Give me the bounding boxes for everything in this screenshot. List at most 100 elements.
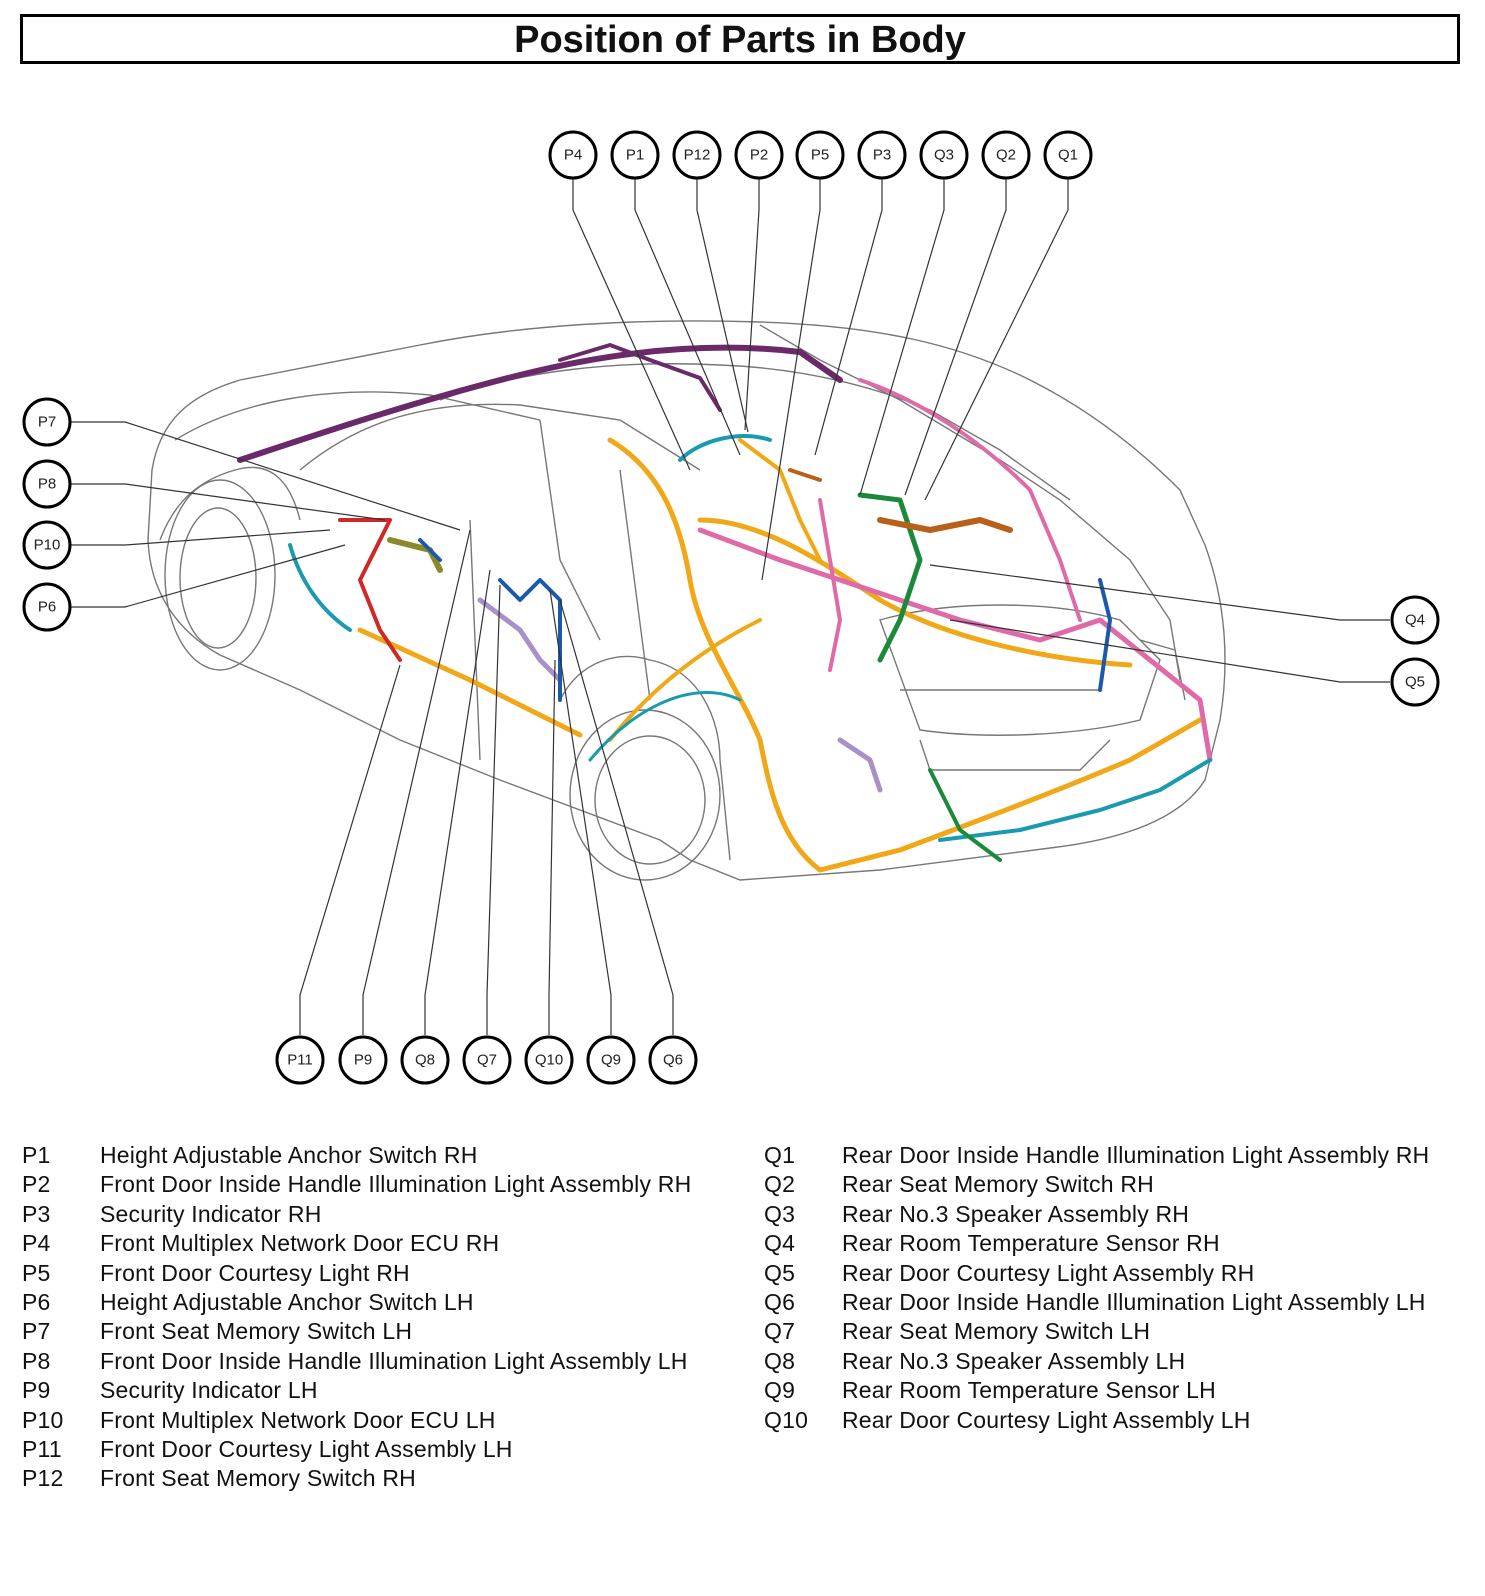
legend-code: Q4 — [764, 1230, 796, 1257]
callout-Q3[interactable]: Q3 — [919, 130, 969, 180]
wire-lavender — [837, 737, 883, 793]
callout-label: Q4 — [1405, 612, 1425, 629]
legend-code: P4 — [22, 1230, 51, 1257]
callout-left-group: P7 P8 P10 P6 — [22, 397, 72, 632]
legend-code: P12 — [22, 1465, 64, 1492]
callout-label: Q2 — [996, 147, 1016, 164]
callout-label: P3 — [873, 147, 891, 164]
legend-code: Q1 — [764, 1142, 796, 1168]
legend-name: Front Door Inside Handle Illumination Li… — [100, 1347, 688, 1374]
callout-P11[interactable]: P11 — [275, 1035, 325, 1085]
callout-Q9[interactable]: Q9 — [586, 1035, 636, 1085]
legend-code: Q7 — [764, 1318, 796, 1345]
callout-label: Q1 — [1058, 147, 1078, 164]
legend-code: Q3 — [764, 1200, 796, 1227]
wire-blue — [418, 538, 442, 562]
legend-code: P3 — [22, 1200, 51, 1227]
legend-name: Front Seat Memory Switch LH — [100, 1318, 413, 1345]
callout-right-group: Q4 Q5 — [1390, 595, 1440, 707]
callout-P10[interactable]: P10 — [22, 520, 72, 570]
legend-code: Q6 — [764, 1289, 796, 1316]
wire-blue — [1098, 578, 1112, 692]
callout-label: P7 — [38, 414, 56, 431]
callout-label: Q8 — [415, 1052, 435, 1069]
callout-label: Q6 — [663, 1052, 683, 1069]
callout-label: Q3 — [934, 147, 954, 164]
leader-lines — [71, 178, 1390, 1035]
callout-P7[interactable]: P7 — [22, 397, 72, 447]
legend-row: Q7 Rear Seat Memory Switch LH — [764, 1317, 1442, 1346]
legend-name: Rear No.3 Speaker Assembly RH — [842, 1200, 1190, 1227]
legend-row: P8 Front Door Inside Handle Illumination … — [22, 1347, 700, 1376]
legend-code: P7 — [22, 1318, 51, 1345]
wire-lavender — [477, 597, 563, 683]
callout-label: P6 — [38, 599, 56, 616]
legend-code: Q5 — [764, 1259, 796, 1286]
title-box: Position of Parts in Body — [20, 14, 1460, 64]
wire-harnesses — [237, 343, 1213, 873]
callout-P4[interactable]: P4 — [548, 130, 598, 180]
callout-label: Q9 — [601, 1052, 621, 1069]
wire-orange — [738, 438, 822, 562]
callout-P5[interactable]: P5 — [795, 130, 845, 180]
legend-name: Rear Door Inside Handle Illumination Lig… — [842, 1289, 1426, 1316]
callout-label: P8 — [38, 476, 56, 493]
callout-P2[interactable]: P2 — [734, 130, 784, 180]
callout-Q10[interactable]: Q10 — [524, 1035, 574, 1085]
legend-name: Height Adjustable Anchor Switch LH — [100, 1289, 474, 1316]
legend-name: Rear Room Temperature Sensor LH — [842, 1377, 1216, 1404]
legend-name: Rear Door Courtesy Light Assembly LH — [842, 1406, 1251, 1433]
wire-teal — [288, 543, 352, 632]
wire-brown — [788, 468, 822, 482]
callout-Q5[interactable]: Q5 — [1390, 657, 1440, 707]
legend-name: Front Door Courtesy Light RH — [100, 1259, 410, 1286]
callout-label: P1 — [626, 147, 644, 164]
legend-code: Q10 — [764, 1406, 809, 1433]
callout-label: Q10 — [535, 1052, 563, 1069]
legend-code: P5 — [22, 1259, 51, 1286]
callout-label: P11 — [287, 1052, 313, 1069]
wire-red — [338, 518, 402, 662]
callout-P3[interactable]: P3 — [857, 130, 907, 180]
callout-Q8[interactable]: Q8 — [400, 1035, 450, 1085]
callout-P1[interactable]: P1 — [610, 130, 660, 180]
wire-orange — [357, 627, 583, 738]
callout-P12[interactable]: P12 — [672, 130, 722, 180]
legend-name: Height Adjustable Anchor Switch RH — [100, 1142, 478, 1168]
callout-Q4[interactable]: Q4 — [1390, 595, 1440, 645]
callout-label: P12 — [684, 147, 711, 164]
car-body-diagram: P4 P1 P12 P2 P5 P3 Q3 Q2 Q1 P7 P8 P10 P6… — [22, 130, 1440, 1085]
callout-label: P5 — [811, 147, 829, 164]
legend-name: Rear Seat Memory Switch LH — [842, 1318, 1151, 1345]
car-outline — [147, 320, 1226, 881]
callout-P8[interactable]: P8 — [22, 459, 72, 509]
callout-label: Q7 — [477, 1052, 497, 1069]
callout-Q1[interactable]: Q1 — [1043, 130, 1093, 180]
callout-top-group: P4 P1 P12 P2 P5 P3 Q3 Q2 Q1 — [548, 130, 1093, 180]
page-title: Position of Parts in Body — [514, 19, 966, 61]
callout-Q2[interactable]: Q2 — [981, 130, 1031, 180]
legend-name: Security Indicator LH — [100, 1377, 318, 1404]
callout-Q7[interactable]: Q7 — [462, 1035, 512, 1085]
wire-pink — [858, 378, 1082, 622]
legend-code: P8 — [22, 1347, 51, 1374]
legend-name: Rear Door Inside Handle Illumination Lig… — [842, 1142, 1430, 1168]
callout-Q6[interactable]: Q6 — [648, 1035, 698, 1085]
legend-code: P10 — [22, 1406, 64, 1433]
wire-pink — [818, 498, 842, 672]
legend-row: P5 Front Door Courtesy Light RH — [22, 1259, 700, 1288]
wire-brown — [877, 517, 1013, 533]
wire-purple — [237, 344, 843, 463]
callout-P9[interactable]: P9 — [338, 1035, 388, 1085]
callout-P6[interactable]: P6 — [22, 582, 72, 632]
legend-code: P9 — [22, 1377, 51, 1404]
